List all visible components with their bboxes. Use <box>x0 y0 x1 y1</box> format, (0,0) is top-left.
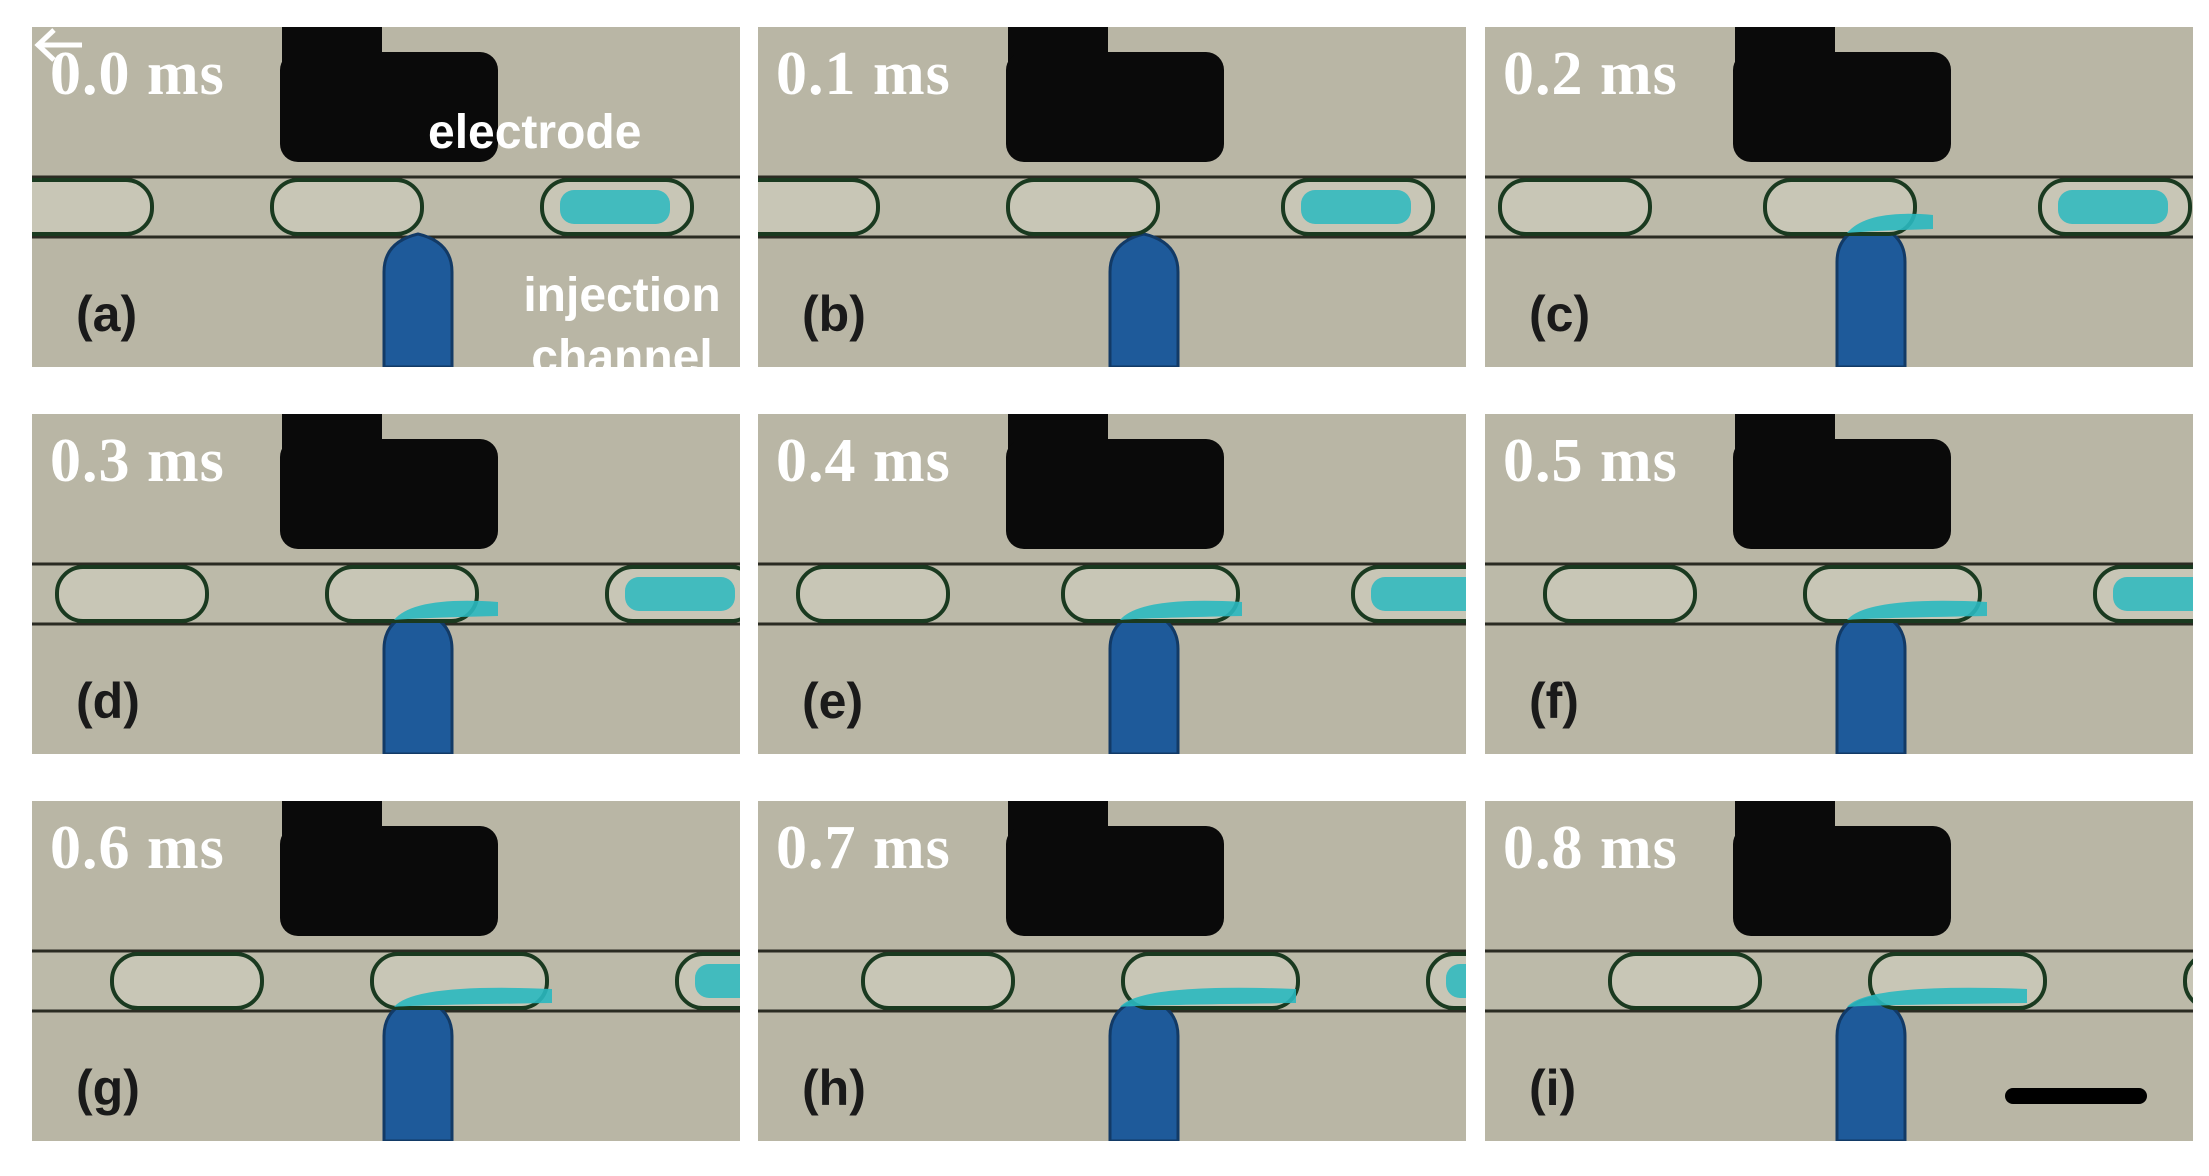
panel-label: (f) <box>1529 673 1579 729</box>
electrode-head <box>1006 439 1224 549</box>
droplet-right-fluid <box>695 964 740 998</box>
panel-d: 0.3 ms (d) <box>32 414 740 754</box>
droplet-left <box>758 178 880 236</box>
droplet-left <box>861 952 1015 1010</box>
time-label: 0.8 ms <box>1503 814 1678 882</box>
panel-g: 0.6 ms (g) <box>32 801 740 1141</box>
electrode-head <box>280 826 498 936</box>
injected-fluid <box>1120 600 1242 620</box>
droplet-right-fluid <box>2113 577 2193 611</box>
injection-channel <box>1108 996 1180 1141</box>
left-arrow-icon <box>34 28 82 62</box>
microscope-frame <box>1485 414 2193 754</box>
droplet-left <box>32 178 154 236</box>
droplet-right <box>2183 958 2193 1004</box>
time-label: 0.3 ms <box>50 427 225 495</box>
panel-a: 0.0 ms (a) electrode injection channel <box>32 27 740 367</box>
time-label: 0.0 ms <box>50 40 225 108</box>
panel-label: (a) <box>76 286 138 342</box>
droplet-left <box>110 952 264 1010</box>
injection-channel <box>1108 609 1180 754</box>
microscope-frame <box>758 801 1466 1141</box>
droplet-right-fluid <box>1446 964 1466 998</box>
injection-channel <box>1108 232 1180 367</box>
panel-f: 0.5 ms (f) <box>1485 414 2193 754</box>
droplet-left <box>55 565 209 623</box>
injection-channel <box>382 609 454 754</box>
droplet-left <box>1543 565 1697 623</box>
injection-channel <box>1835 609 1907 754</box>
time-label: 0.7 ms <box>776 814 951 882</box>
droplet-middle <box>1006 178 1160 236</box>
electrode-head <box>1006 52 1224 162</box>
injection-channel <box>382 232 454 367</box>
scale-bar <box>2005 1088 2147 1104</box>
panel-e: 0.4 ms (e) <box>758 414 1466 754</box>
injection-text: injection <box>523 269 721 322</box>
electrode-head <box>1733 826 1951 936</box>
panel-label: (i) <box>1529 1060 1577 1116</box>
injection-channel-annotation: injection channel <box>502 265 740 367</box>
time-label: 0.2 ms <box>1503 40 1678 108</box>
injected-fluid <box>394 600 498 620</box>
panel-c: 0.2 ms (c) <box>1485 27 2193 367</box>
electrode-head <box>280 52 498 162</box>
electrode-head <box>1733 439 1951 549</box>
microscope-frame <box>32 801 740 1141</box>
microscope-frame <box>1485 27 2193 367</box>
panel-label: (e) <box>802 673 864 729</box>
microscope-frame <box>758 414 1466 754</box>
electrode-head <box>1733 52 1951 162</box>
microscope-frame <box>758 27 1466 367</box>
panel-h: 0.7 ms (h) <box>758 801 1466 1141</box>
microscope-frame <box>32 414 740 754</box>
microscope-frame <box>1485 801 2193 1141</box>
panel-label: (c) <box>1529 286 1591 342</box>
injected-fluid <box>1847 600 1987 620</box>
injected-fluid <box>1847 987 2027 1007</box>
time-label: 0.5 ms <box>1503 427 1678 495</box>
injection-channel <box>1835 996 1907 1141</box>
time-label: 0.4 ms <box>776 427 951 495</box>
droplet-left <box>1498 178 1652 236</box>
electrode-head <box>280 439 498 549</box>
droplet-right-fluid <box>2058 190 2168 224</box>
droplet-middle <box>270 178 424 236</box>
droplet-right-fluid <box>625 577 735 611</box>
channel-text: channel <box>531 331 713 367</box>
time-label: 0.1 ms <box>776 40 951 108</box>
injected-fluid <box>1847 213 1933 233</box>
injected-fluid <box>394 987 552 1007</box>
injection-channel <box>1835 222 1907 367</box>
microscope-frame <box>32 27 740 367</box>
droplet-right-fluid <box>1371 577 1466 611</box>
droplet-right-fluid <box>560 190 670 224</box>
time-label: 0.6 ms <box>50 814 225 882</box>
panel-label: (g) <box>76 1060 140 1116</box>
panel-label: (b) <box>802 286 866 342</box>
panel-label: (h) <box>802 1060 866 1116</box>
injected-fluid <box>1120 987 1296 1007</box>
injection-channel <box>382 996 454 1141</box>
droplet-left <box>1608 952 1762 1010</box>
panel-b: 0.1 ms (b) <box>758 27 1466 367</box>
droplet-left <box>796 565 950 623</box>
panel-label: (d) <box>76 673 140 729</box>
electrode-head <box>1006 826 1224 936</box>
electrode-annotation: electrode <box>428 106 642 159</box>
main-channel <box>1485 951 2193 1011</box>
panel-i: 0.8 ms (i) <box>1485 801 2193 1141</box>
droplet-right-fluid <box>1301 190 1411 224</box>
